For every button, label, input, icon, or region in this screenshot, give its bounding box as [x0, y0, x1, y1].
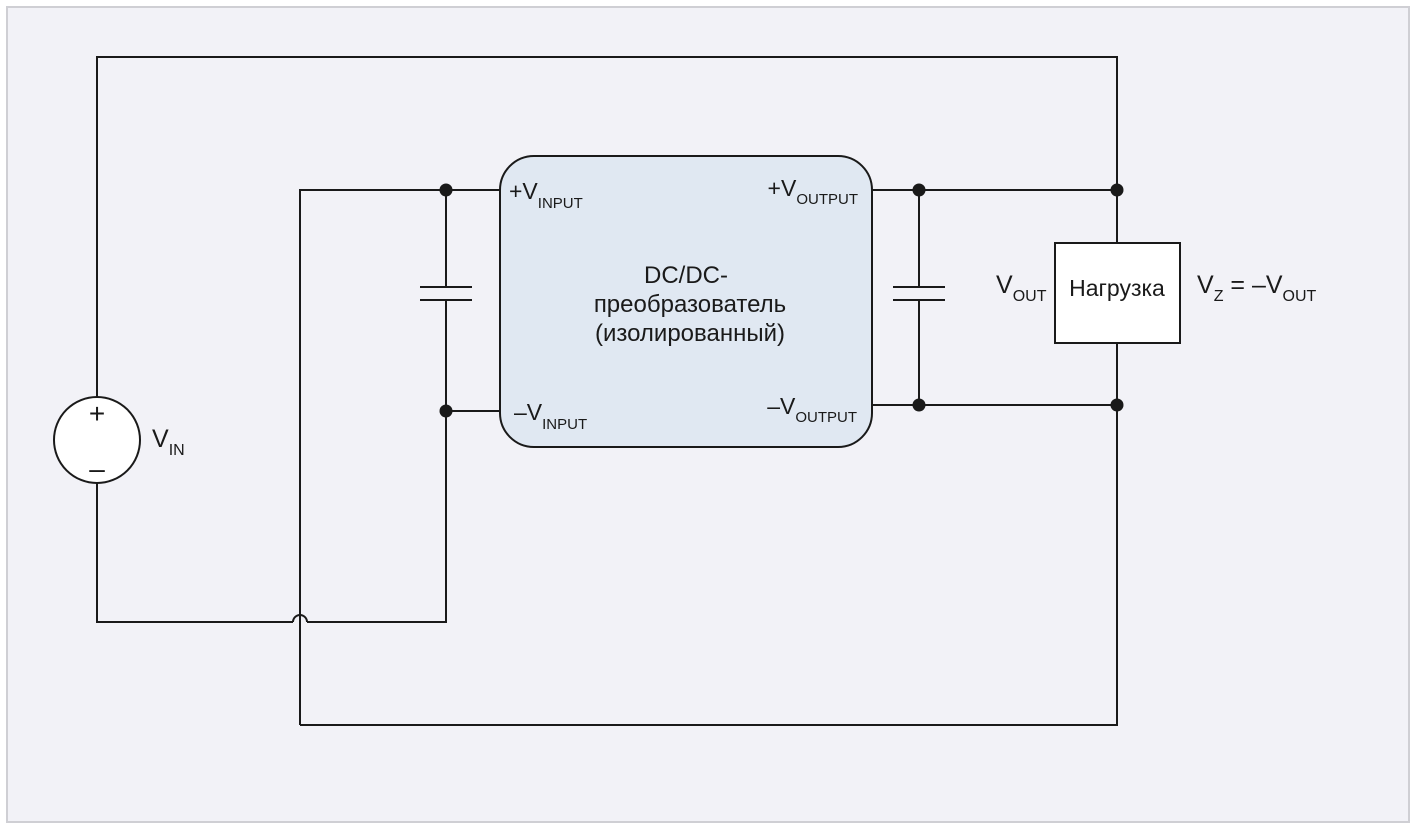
converter-title-line2: преобразователь: [594, 291, 786, 318]
converter-box: [499, 155, 873, 448]
label-plus-vinput: +VINPUT: [509, 178, 583, 212]
vz-label-sub-z: Z: [1214, 288, 1224, 305]
source-label: VIN: [152, 425, 185, 459]
voltage-source: + – VIN: [53, 396, 185, 484]
source-label-sub: IN: [169, 442, 185, 459]
label-plus-vinput-sub: INPUT: [538, 195, 583, 212]
load: Нагрузка VOUT VZ = –VOUT: [996, 242, 1317, 344]
source-minus-sign: –: [89, 453, 105, 484]
junction-dot: [439, 183, 453, 197]
wire-plus-input: [299, 189, 502, 725]
converter-title-line3: (изолированный): [595, 320, 785, 347]
label-minus-vinput: –VINPUT: [514, 399, 587, 433]
junctions: [439, 183, 1124, 418]
wire-to-input-negative: [307, 411, 447, 623]
source-plus-sign: +: [89, 398, 105, 429]
vz-label-main: V: [1197, 271, 1214, 299]
label-minus-vinput-sub: INPUT: [542, 416, 587, 433]
vout-label-sub: OUT: [1013, 288, 1047, 305]
source-label-main: V: [152, 425, 169, 453]
label-minus-voutput-sub: OUTPUT: [795, 409, 857, 426]
load-label: Нагрузка: [1069, 275, 1165, 301]
load-box: [1054, 242, 1181, 344]
vz-label-middle: = –V: [1223, 271, 1282, 299]
junction-dot: [1110, 398, 1124, 412]
label-plus-voutput: +VOUTPUT: [768, 175, 858, 208]
label-plus-vinput-main: +V: [509, 178, 538, 204]
wire-load-bottom-return: [300, 343, 1118, 726]
dcdc-converter: DC/DC- преобразователь (изолированный) +…: [499, 155, 873, 448]
label-plus-voutput-main: +V: [768, 175, 797, 201]
label-minus-voutput: –VOUTPUT: [767, 393, 857, 426]
label-minus-voutput-main: –V: [767, 393, 796, 419]
wire-top-loop: [96, 56, 1118, 398]
voltage-source-symbol: [53, 396, 141, 484]
vz-label: VZ = –VOUT: [1197, 271, 1317, 305]
wire-source-negative: [96, 483, 293, 623]
vout-label: VOUT: [996, 271, 1047, 305]
output-capacitor: [893, 286, 945, 301]
junction-dot: [439, 404, 453, 418]
label-minus-vinput-main: –V: [514, 399, 543, 425]
junction-dot: [912, 398, 926, 412]
vout-label-main: V: [996, 271, 1013, 299]
junction-dot: [912, 183, 926, 197]
input-capacitor: [420, 286, 472, 301]
junction-dot: [1110, 183, 1124, 197]
label-plus-voutput-sub: OUTPUT: [796, 191, 858, 208]
vz-label-sub-out: OUT: [1283, 288, 1317, 305]
converter-title-line1: DC/DC-: [644, 262, 728, 289]
